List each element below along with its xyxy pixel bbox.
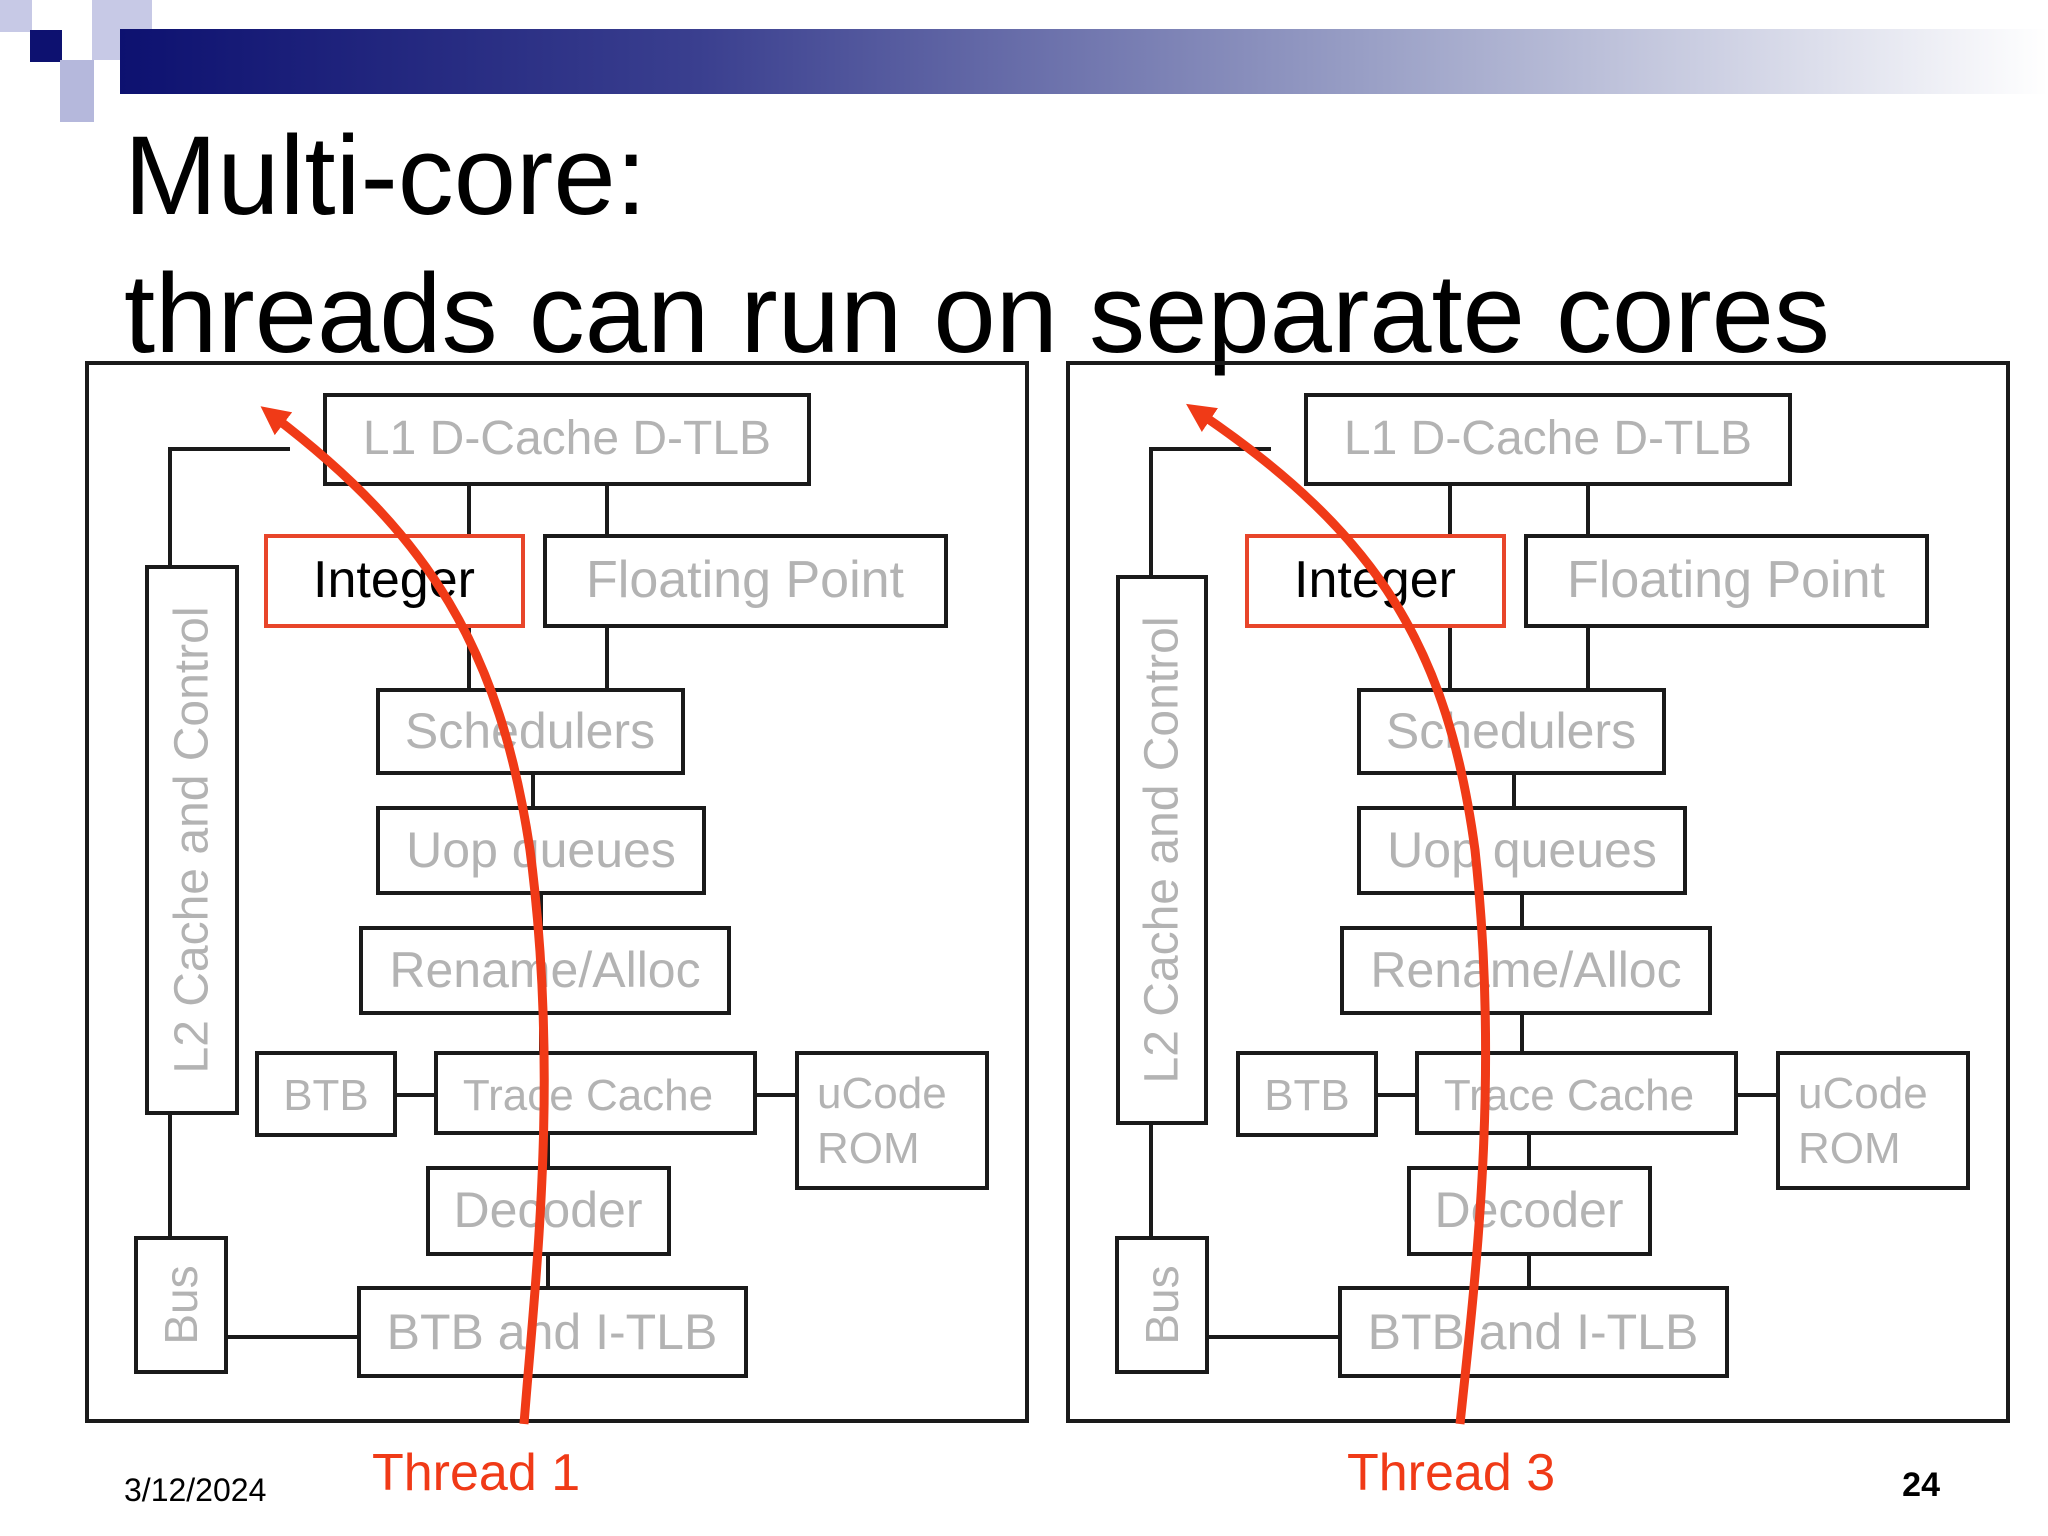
header-gradient-bar bbox=[120, 29, 2048, 94]
core-1-frame bbox=[85, 361, 1029, 1423]
slide-title-line-2: threads can run on separate cores bbox=[124, 251, 1830, 376]
header-square-mid bbox=[60, 60, 94, 122]
header-square-light-top bbox=[0, 0, 32, 32]
header-square-dark bbox=[30, 30, 62, 62]
slide-title-line-1: Multi-core: bbox=[124, 113, 647, 238]
thread-3-label: Thread 3 bbox=[1347, 1444, 1556, 1502]
page-number: 24 bbox=[1902, 1466, 1940, 1504]
footer-date: 3/12/2024 bbox=[124, 1472, 267, 1508]
core-2-frame bbox=[1066, 361, 2010, 1423]
thread-1-label: Thread 1 bbox=[372, 1444, 581, 1502]
